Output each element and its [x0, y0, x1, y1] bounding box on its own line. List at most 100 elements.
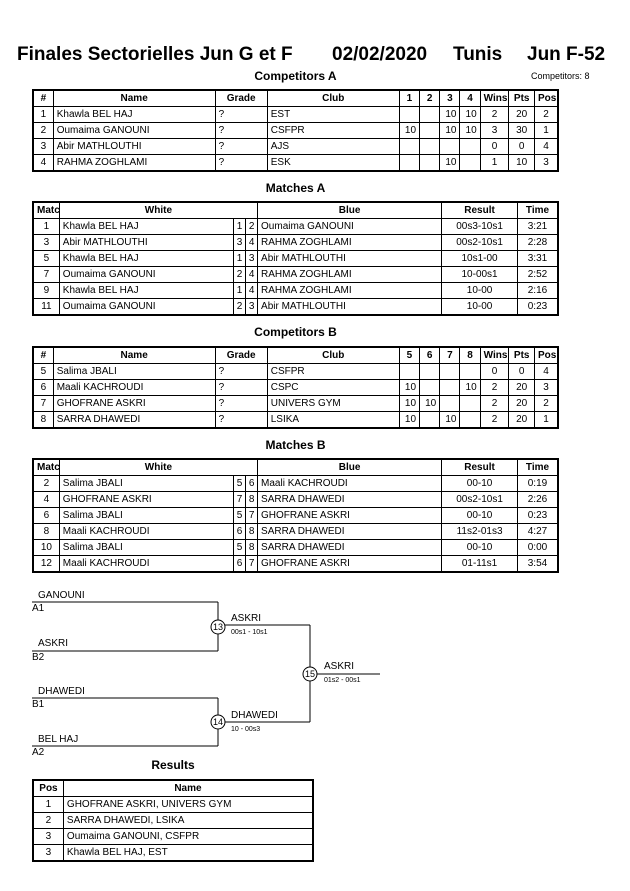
match-number-circle	[210, 714, 226, 730]
table-cell: 10-00	[441, 282, 518, 299]
event-date: 02/02/2020	[332, 44, 428, 65]
event-city: Tunis	[453, 44, 503, 65]
table-cell: ?	[214, 411, 268, 429]
table-cell: 20	[508, 411, 535, 429]
table-header-row: MatchWhiteBlueResultTime	[32, 201, 559, 219]
table-cell: 2:16	[516, 282, 559, 299]
match-number-circle	[302, 666, 318, 682]
bracket-final-score: 01s2 - 00s1	[324, 677, 361, 684]
table-cell: 1	[533, 122, 559, 139]
table-cell: 3	[32, 844, 64, 862]
bracket-sf2-bottom-name: BEL HAJ	[38, 734, 78, 745]
table-cell	[459, 395, 481, 412]
table-cell: 10	[508, 154, 535, 172]
bracket-sf2-match-number: 14	[213, 717, 223, 727]
table-cell: 1	[533, 411, 559, 429]
bracket-sf1-winner: ASKRI	[231, 613, 261, 624]
matches-a-title: Matches A	[265, 181, 326, 195]
column-header: Wins	[479, 346, 510, 364]
table-cell: ?	[214, 395, 268, 412]
bracket-sf2-top-seed: B1	[32, 699, 45, 710]
table-cell: 3	[32, 234, 60, 251]
table-cell: 5	[232, 539, 246, 556]
bracket-sf2-score: 10 - 00s3	[231, 726, 260, 733]
table-header-row: MatchWhiteBlueResultTime	[32, 458, 559, 476]
bracket-sf2-top-name: DHAWEDI	[38, 686, 85, 697]
table-cell: Khawla BEL HAJ, EST	[62, 844, 314, 862]
table-cell: 4	[244, 234, 259, 251]
column-header: Pos	[32, 779, 64, 797]
table-cell: 11	[32, 298, 60, 316]
bracket-sf1-top-name: GANOUNI	[38, 590, 85, 601]
column-header: 4	[459, 89, 481, 107]
table-cell: SARRA DHAWEDI	[257, 539, 443, 556]
table-cell: 12	[32, 555, 60, 573]
bracket-sf1-score: 00s1 - 10s1	[231, 629, 268, 636]
column-header: Time	[516, 458, 559, 476]
table-cell: 1	[479, 154, 510, 172]
column-header: 8	[459, 346, 481, 364]
table-cell: 2	[479, 106, 510, 123]
competitors-a-title: Competitors A	[254, 69, 337, 83]
bracket-sf1-match-number: 13	[213, 622, 223, 632]
match-number-circle	[210, 619, 226, 635]
table-cell: ESK	[266, 154, 400, 172]
table-cell: RAHMA ZOGHLAMI	[257, 282, 443, 299]
table-cell: Abir MATHLOUTHI	[257, 298, 443, 316]
bracket-final-winner: ASKRI	[324, 661, 354, 672]
bracket-final-match-number: 15	[305, 669, 315, 679]
table-cell: 4	[244, 282, 259, 299]
table-cell: 6	[32, 379, 54, 396]
table-cell: 20	[508, 395, 535, 412]
bracket-sf1-bottom-name: ASKRI	[38, 638, 68, 649]
table-cell: 2	[533, 395, 559, 412]
table-cell: 4	[32, 154, 54, 172]
table-cell: LSIKA	[266, 411, 400, 429]
table-cell	[459, 138, 481, 155]
table-cell: 2	[479, 411, 510, 429]
table-cell: 3	[533, 154, 559, 172]
table-cell: 10-00	[441, 298, 518, 316]
column-header: Pos	[533, 89, 559, 107]
table-cell: 3:54	[516, 555, 559, 573]
table-cell: 4	[533, 138, 559, 155]
bracket-sf1-top-seed: A1	[32, 603, 45, 614]
competitors-count: Competitors: 8	[531, 71, 590, 81]
matches-b-title: Matches B	[265, 438, 326, 452]
table-cell: 1	[32, 796, 64, 813]
table-cell: 01-11s1	[441, 555, 518, 573]
table-cell: GHOFRANE ASKRI, UNIVERS GYM	[62, 796, 314, 813]
table-cell: ?	[214, 154, 268, 172]
table-cell: 2	[32, 812, 64, 829]
table-cell: 8	[32, 411, 54, 429]
results-title: Results	[151, 758, 195, 772]
table-cell: Oumaima GANOUNI, CSFPR	[62, 828, 314, 845]
table-cell: 9	[32, 282, 60, 299]
table-cell: 2	[479, 395, 510, 412]
competitors-b-title: Competitors B	[254, 325, 337, 339]
bracket-sf2-bottom-seed: A2	[32, 747, 45, 758]
table-cell: 6	[232, 555, 246, 573]
table-cell: 3	[32, 828, 64, 845]
